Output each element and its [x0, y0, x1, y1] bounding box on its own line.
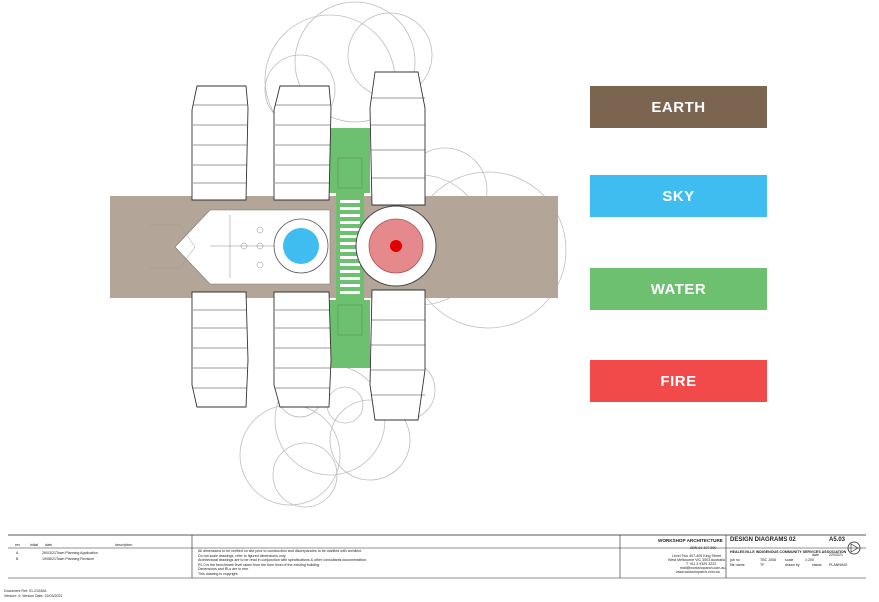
- note-5: Dimensions and RLs are in mm.: [198, 567, 250, 571]
- rev-row-b-description: Town Planning Revision: [56, 557, 95, 561]
- document-ref: Document Ref: 01.21040A: [4, 589, 47, 593]
- field-date-value: 22/03/21: [829, 553, 843, 557]
- rev-header-initial: initial: [30, 543, 39, 547]
- rev-header-description: description: [115, 543, 133, 547]
- water-band-top: [329, 128, 370, 193]
- project-name: HEALESVILLE INDIGENOUS COMMUNITY SERVICE…: [730, 550, 847, 554]
- hall-details: [210, 215, 275, 278]
- rev-row-a-date: 26/03/21: [42, 551, 56, 555]
- field-drawn-by-label: drawn by: [785, 563, 800, 567]
- legend-water-label: WATER: [650, 280, 707, 298]
- legend-fire-label: FIRE: [660, 372, 697, 390]
- firm-phone: T +61 3 9329 3222: [686, 562, 717, 566]
- field-file-name-label: file name: [730, 563, 745, 567]
- crossing-stripes: [340, 200, 360, 294]
- fire-pod-core: [390, 240, 402, 252]
- legend-sky-label: SKY: [662, 187, 695, 205]
- field-status-label: status: [812, 563, 822, 567]
- rev-row-b-date: 19/08/21: [42, 557, 56, 561]
- field-job-no-label: job no: [730, 558, 740, 562]
- firm-email: mail@workshoparch.com.au: [680, 566, 726, 570]
- legend-earth-label: EARTH: [651, 98, 706, 116]
- wing-partitions: [193, 97, 425, 396]
- document-version: Version: 4; Version Date: 22/03/2021: [4, 594, 63, 598]
- rev-row-a-description: Town Planning Application: [56, 551, 98, 555]
- stairs: [337, 157, 363, 336]
- building-wings: [191, 71, 426, 421]
- field-file-name-value: TF: [760, 563, 765, 567]
- legend-fire: FIRE: [590, 360, 767, 402]
- legend-water: WATER: [590, 268, 767, 310]
- sheet-number: A5.03: [829, 537, 846, 543]
- field-scale-value: 1:200: [805, 558, 814, 562]
- note-2: Do not scale drawings, refer to figured …: [198, 553, 287, 558]
- field-job-no-value: TBC 1006: [760, 558, 777, 562]
- field-scale-label: scale: [785, 558, 794, 562]
- note-4: RL 0 is the benchmark level taken from t…: [198, 562, 321, 567]
- drawing-title: DESIGN DIAGRAMS 02: [730, 537, 796, 543]
- rev-header-rev: rev: [15, 543, 20, 547]
- firm-address-1: Level Two 407-409 King Street: [672, 554, 722, 558]
- field-date-label: date: [812, 553, 819, 557]
- rev-row-b-rev: B: [16, 557, 19, 561]
- field-status-value: PLANNING: [829, 563, 848, 567]
- note-6: This drawing is copyright.: [198, 571, 239, 576]
- firm-name: WORKSHOP ARCHITECTURE: [658, 538, 723, 543]
- firm-address-2: West Melbourne VIC 3003 Australia: [668, 558, 725, 562]
- rev-row-a-rev: A: [16, 551, 19, 555]
- note-1: All dimensions to be verified on site pr…: [198, 549, 363, 553]
- sky-pod: [283, 228, 319, 264]
- firm-website: www.workshoparch.com.au: [676, 570, 720, 574]
- firm-abn: ABN 61 107 890: [690, 546, 717, 550]
- note-3: Architectural drawings are to be read in…: [198, 558, 367, 562]
- rev-header-date: date: [45, 543, 52, 547]
- legend-earth: EARTH: [590, 86, 767, 128]
- legend-sky: SKY: [590, 175, 767, 217]
- water-band-bottom: [329, 300, 370, 368]
